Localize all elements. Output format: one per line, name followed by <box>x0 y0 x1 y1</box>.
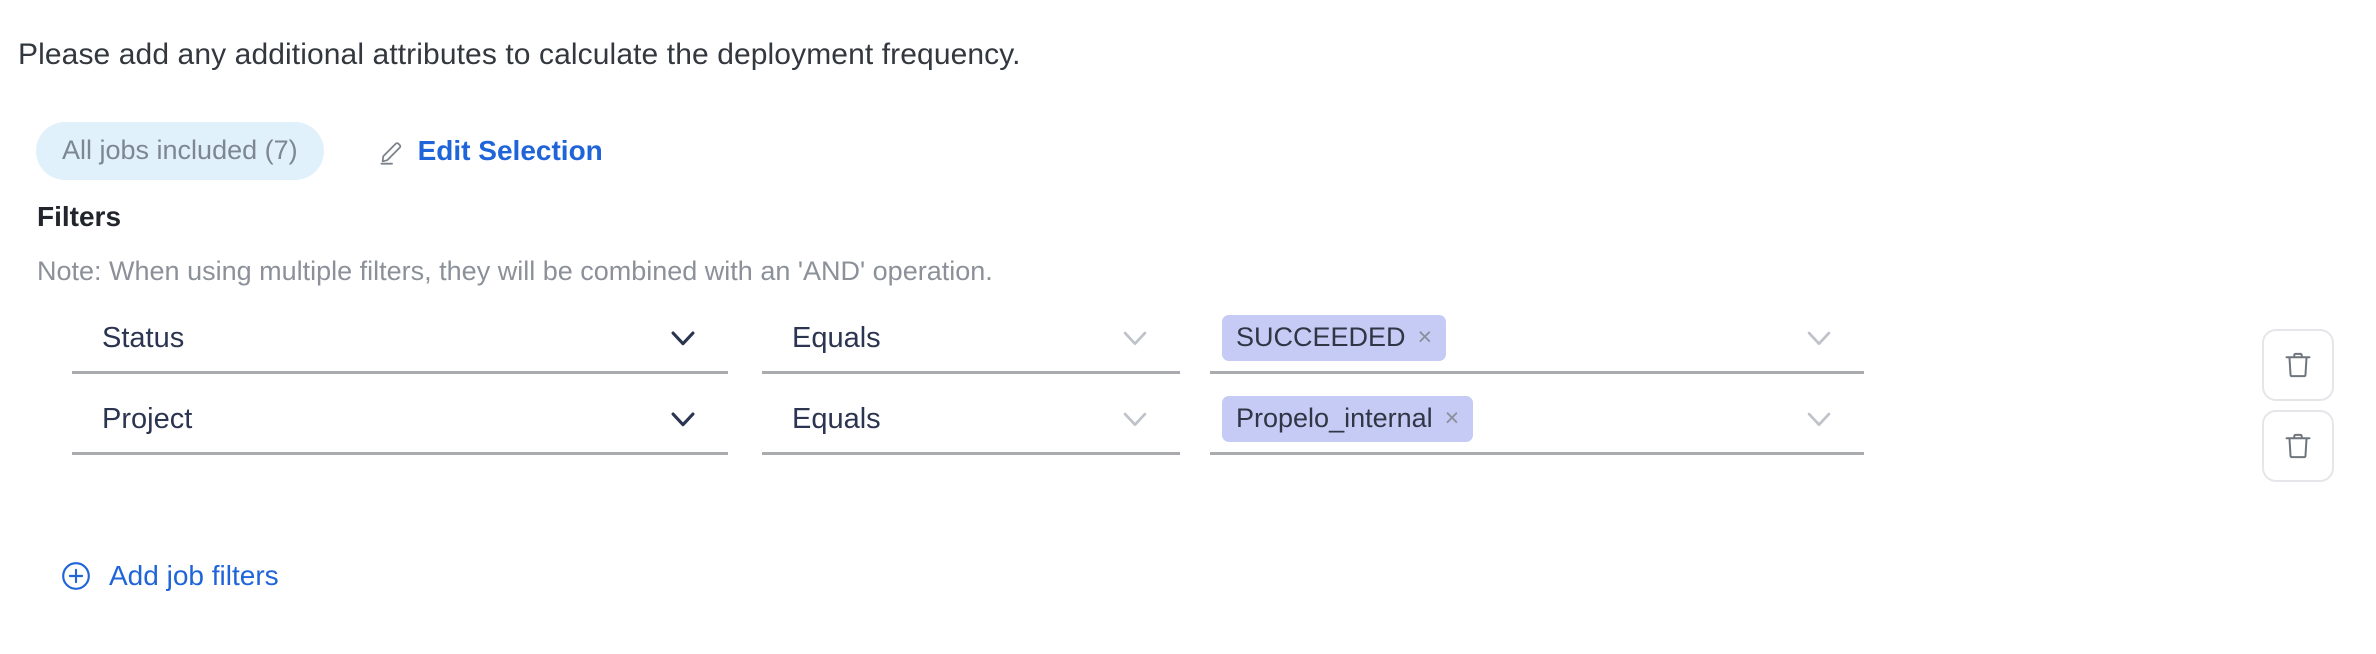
filter-key-value: Project <box>102 402 193 435</box>
filter-operator-value: Equals <box>792 402 881 435</box>
jobs-included-pill: All jobs included (7) <box>36 122 324 180</box>
trash-icon <box>2285 433 2311 459</box>
add-job-filters-button[interactable]: Add job filters <box>60 560 279 592</box>
filters-note: Note: When using multiple filters, they … <box>37 256 993 286</box>
intro-text: Please add any additional attributes to … <box>18 38 1021 71</box>
delete-filter-button[interactable] <box>2262 410 2334 482</box>
remove-chip-icon[interactable]: × <box>1444 403 1460 432</box>
filter-value-dropdown[interactable]: SUCCEEDED × <box>1210 304 1864 374</box>
filter-operator-value: Equals <box>792 321 881 354</box>
filter-key-dropdown[interactable]: Status <box>72 304 728 374</box>
chevron-down-icon <box>1123 331 1147 345</box>
selection-row: All jobs included (7) Edit Selection <box>36 122 603 180</box>
filter-value-chips: Propelo_internal × <box>1210 395 1802 442</box>
chevron-down-icon <box>671 411 695 426</box>
edit-selection-button[interactable]: Edit Selection <box>378 136 603 166</box>
value-chip-label: Propelo_internal <box>1236 402 1433 433</box>
value-chip-label: SUCCEEDED <box>1236 321 1406 352</box>
filter-value-chips: SUCCEEDED × <box>1210 314 1802 361</box>
chevron-down-icon <box>1807 412 1831 426</box>
filter-operator-dropdown[interactable]: Equals <box>762 385 1180 455</box>
edit-selection-label: Edit Selection <box>417 135 603 166</box>
trash-icon <box>2285 352 2311 378</box>
value-chip[interactable]: SUCCEEDED × <box>1222 314 1447 361</box>
filter-key-dropdown[interactable]: Project <box>72 385 728 455</box>
delete-filter-button[interactable] <box>2262 329 2334 401</box>
remove-chip-icon[interactable]: × <box>1417 322 1433 351</box>
filters-heading: Filters <box>37 201 122 232</box>
filter-operator-dropdown[interactable]: Equals <box>762 304 1180 374</box>
filter-value-dropdown[interactable]: Propelo_internal × <box>1210 385 1864 455</box>
add-job-filters-label: Add job filters <box>109 560 279 591</box>
chevron-down-icon <box>671 330 695 345</box>
filter-key-value: Status <box>102 321 185 354</box>
value-chip[interactable]: Propelo_internal × <box>1222 395 1474 442</box>
chevron-down-icon <box>1123 412 1147 426</box>
plus-circle-icon <box>62 562 90 590</box>
pencil-icon <box>380 142 401 165</box>
chevron-down-icon <box>1807 331 1831 345</box>
